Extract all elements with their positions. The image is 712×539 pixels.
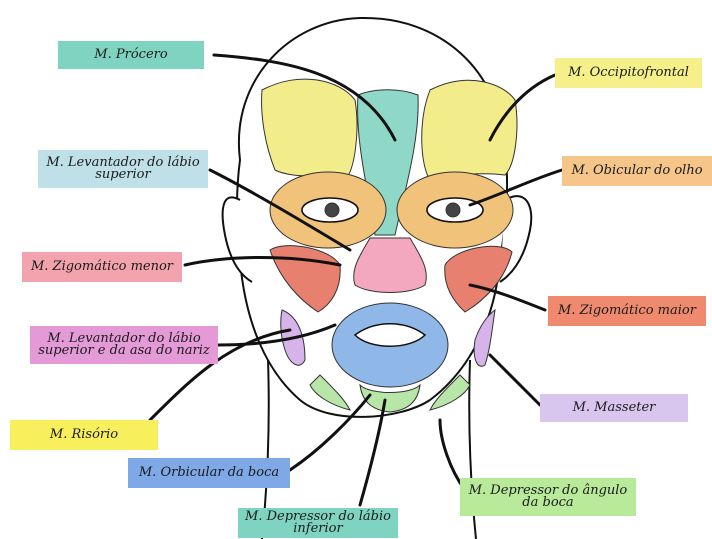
label-zigomatico-maior: M. Zigomático maior xyxy=(548,296,706,326)
label-levantador-nariz-line2: superior e da asa do nariz xyxy=(38,345,210,357)
label-zigomatico-menor-text: M. Zigomático menor xyxy=(31,261,173,273)
label-levantador-nariz: M. Levantador do lábio superior e da asa… xyxy=(30,326,218,364)
label-levantador-labio-line2: superior xyxy=(95,169,150,181)
label-zigomatico-maior-text: M. Zigomático maior xyxy=(558,305,696,317)
label-depressor-labio: M. Depressor do lábio inferior xyxy=(238,508,398,538)
label-depressor-angulo: M. Depressor do ângulo da boca xyxy=(460,478,636,516)
label-levantador-labio: M. Levantador do lábio superior xyxy=(38,150,208,188)
label-obicular-olho-text: M. Obicular do olho xyxy=(571,165,702,177)
label-depressor-angulo-line2: da boca xyxy=(522,497,573,509)
label-orbicular-boca-text: M. Orbicular da boca xyxy=(139,467,279,479)
label-occipitofrontal: M. Occipitofrontal xyxy=(555,58,702,88)
label-procero: M. Prócero xyxy=(58,41,204,69)
label-orbicular-boca: M. Orbicular da boca xyxy=(128,458,290,488)
label-masseter: M. Masseter xyxy=(540,394,688,422)
label-procero-text: M. Prócero xyxy=(94,49,167,61)
label-risorio-text: M. Risório xyxy=(50,429,118,441)
label-occipitofrontal-text: M. Occipitofrontal xyxy=(568,67,689,79)
label-masseter-text: M. Masseter xyxy=(573,402,656,414)
label-depressor-labio-line2: inferior xyxy=(293,523,342,535)
label-zigomatico-menor: M. Zigomático menor xyxy=(22,252,182,282)
label-risorio: M. Risório xyxy=(10,420,158,450)
label-obicular-olho: M. Obicular do olho xyxy=(562,156,712,186)
